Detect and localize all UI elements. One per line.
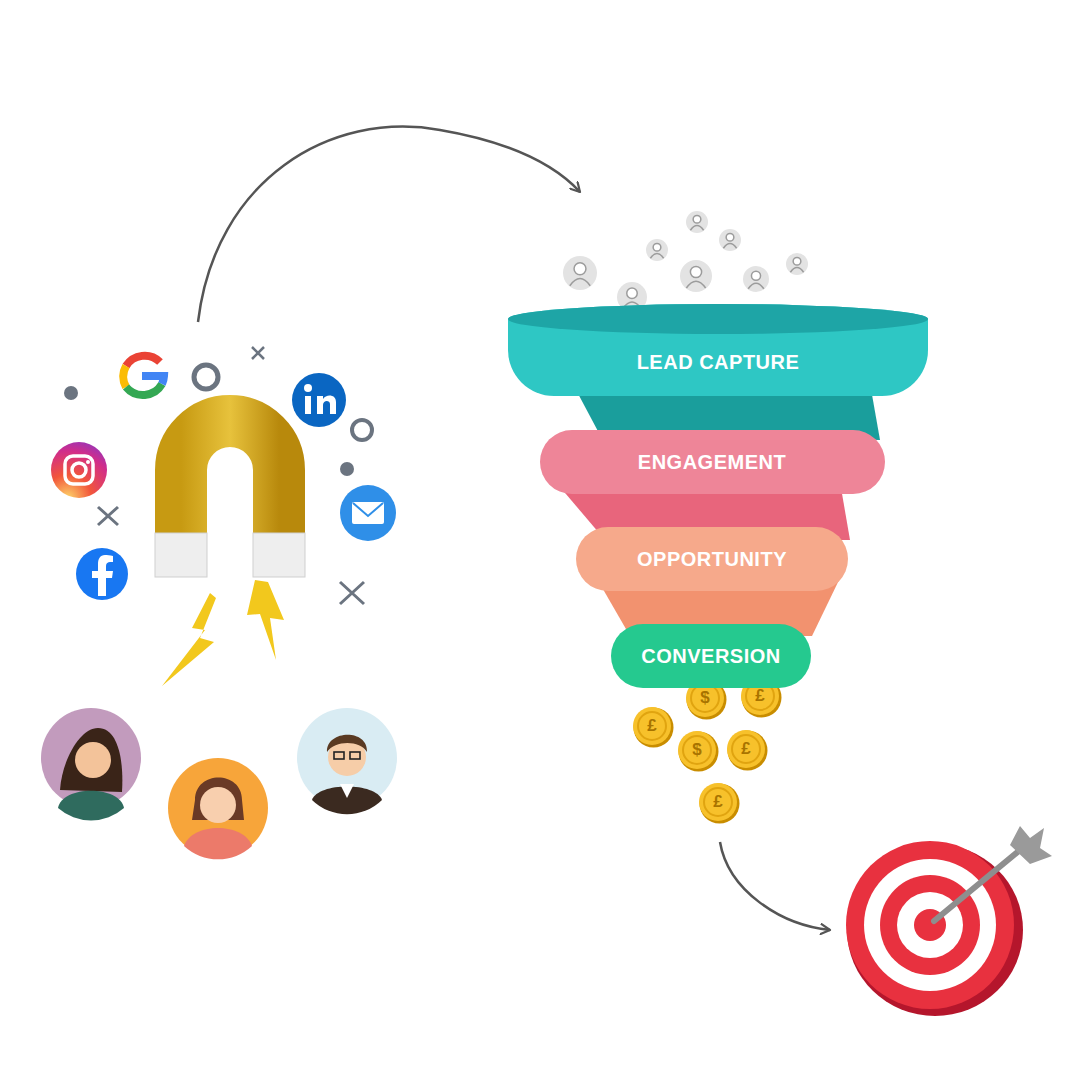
coins bbox=[633, 677, 782, 824]
email-icon bbox=[340, 485, 396, 541]
lead-icon bbox=[563, 256, 597, 290]
lead-icon bbox=[743, 266, 769, 292]
lead-icon bbox=[719, 229, 741, 251]
stage-label: ENGAGEMENT bbox=[638, 451, 786, 474]
facebook-icon bbox=[76, 548, 128, 600]
funnel-rim bbox=[508, 304, 928, 334]
lead-icon bbox=[786, 253, 808, 275]
flow-arrow bbox=[720, 842, 830, 930]
funnel-ribbons bbox=[560, 372, 880, 636]
stage-label: CONVERSION bbox=[641, 645, 780, 668]
currency-symbol: $ bbox=[700, 688, 709, 708]
coin bbox=[633, 707, 674, 748]
coin bbox=[699, 783, 740, 824]
coin bbox=[727, 730, 768, 771]
lead-icon bbox=[686, 211, 708, 233]
currency-symbol: £ bbox=[755, 686, 764, 706]
target bbox=[846, 826, 1052, 1016]
linkedin-icon bbox=[292, 373, 346, 427]
avatar bbox=[297, 708, 397, 814]
currency-symbol: £ bbox=[647, 716, 656, 736]
avatar bbox=[41, 708, 141, 820]
stage-label: OPPORTUNITY bbox=[637, 548, 787, 571]
google-icon bbox=[123, 356, 164, 395]
funnel-band: OPPORTUNITY bbox=[576, 527, 848, 591]
avatar bbox=[168, 758, 268, 859]
coin bbox=[678, 731, 719, 772]
currency-symbol: $ bbox=[692, 740, 701, 760]
funnel-band: CONVERSION bbox=[611, 624, 810, 688]
flow-arrow bbox=[198, 127, 580, 322]
lead-icon bbox=[680, 260, 712, 292]
lead-icon bbox=[646, 239, 668, 261]
magnet bbox=[155, 421, 305, 577]
decor bbox=[98, 347, 372, 604]
funnel-band: LEAD CAPTURE bbox=[508, 304, 928, 396]
currency-symbol: £ bbox=[713, 792, 722, 812]
stage-label: LEAD CAPTURE bbox=[637, 351, 800, 374]
currency-symbol: £ bbox=[741, 739, 750, 759]
instagram-icon bbox=[51, 442, 107, 498]
lightning-bolt bbox=[162, 580, 284, 686]
funnel-band: ENGAGEMENT bbox=[540, 430, 885, 494]
